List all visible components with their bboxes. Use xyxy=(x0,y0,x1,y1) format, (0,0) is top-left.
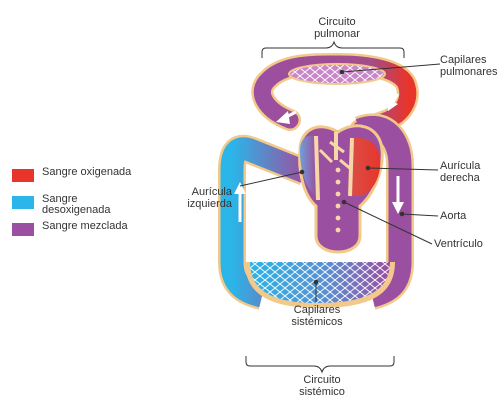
label-circuito-pulmonar: Circuito pulmonar xyxy=(314,16,360,40)
legend-item-mixed: Sangre mezclada xyxy=(12,221,132,236)
label-auricula-derecha: Aurícula derecha xyxy=(440,160,481,184)
legend-swatch-deoxygenated xyxy=(12,196,34,209)
right-atrium xyxy=(348,137,381,196)
label-ventriculo: Ventrículo xyxy=(434,238,483,250)
label-capilares-pulmonares: Capilares pulmonares xyxy=(440,54,498,78)
label-auricula-izquierda: Aurícula izquierda xyxy=(187,186,232,210)
legend-swatch-oxygenated xyxy=(12,169,34,182)
legend-label: Sangre oxigenada xyxy=(42,166,132,178)
arrow-right-down-icon xyxy=(388,93,400,111)
arrow-up-icon xyxy=(234,182,246,222)
legend-swatch-mixed xyxy=(12,223,34,236)
brace-top xyxy=(261,40,405,58)
arrow-left-icon xyxy=(276,110,297,124)
left-atrium xyxy=(300,135,316,196)
label-aorta: Aorta xyxy=(440,210,467,222)
label-circuito-sistemico: Circuito sistémico xyxy=(299,374,345,398)
legend-item-deoxygenated: Sangre desoxigenada xyxy=(12,194,132,216)
legend-item-oxygenated: Sangre oxigenada xyxy=(12,167,132,182)
arrow-down-icon xyxy=(392,176,404,214)
legend-label: Sangre desoxigenada xyxy=(42,193,111,216)
brace-bottom xyxy=(245,356,395,374)
label-capilares-sistemicos: Capilares sistémicos xyxy=(291,304,343,328)
leader-lines xyxy=(239,63,441,302)
legend-label: Sangre mezclada xyxy=(42,220,128,232)
